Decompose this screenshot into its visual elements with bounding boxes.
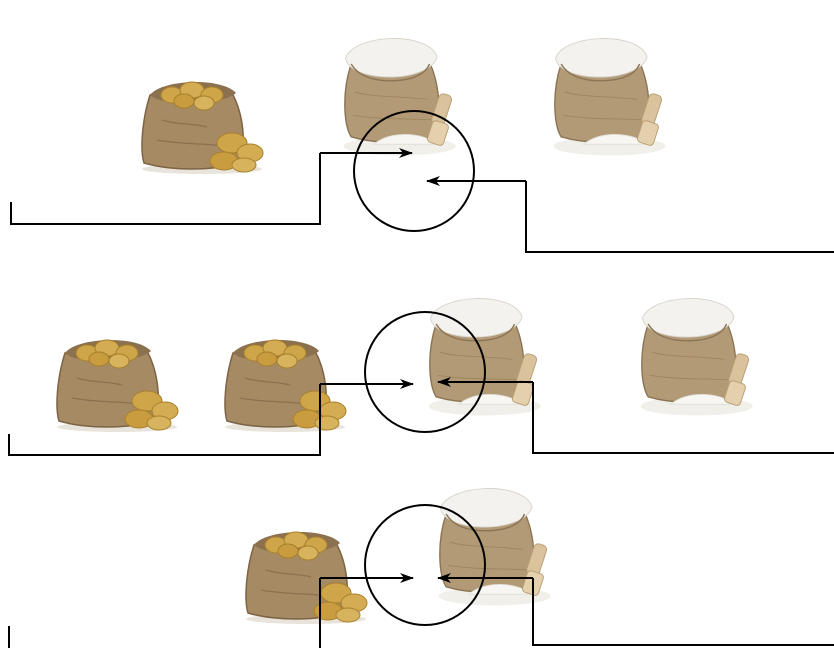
flour-sack-icon xyxy=(641,299,753,416)
flour-sack-icon xyxy=(344,39,456,156)
potato-sack-icon xyxy=(57,340,178,432)
row-1 xyxy=(11,39,834,252)
right-step-line xyxy=(526,181,834,252)
potato-sack-icon xyxy=(142,82,263,174)
row-3 xyxy=(9,489,834,648)
row-2 xyxy=(9,299,834,455)
right-step-line xyxy=(533,578,834,645)
flour-sack-icon xyxy=(554,39,666,156)
potato-sack-icon xyxy=(225,340,346,432)
